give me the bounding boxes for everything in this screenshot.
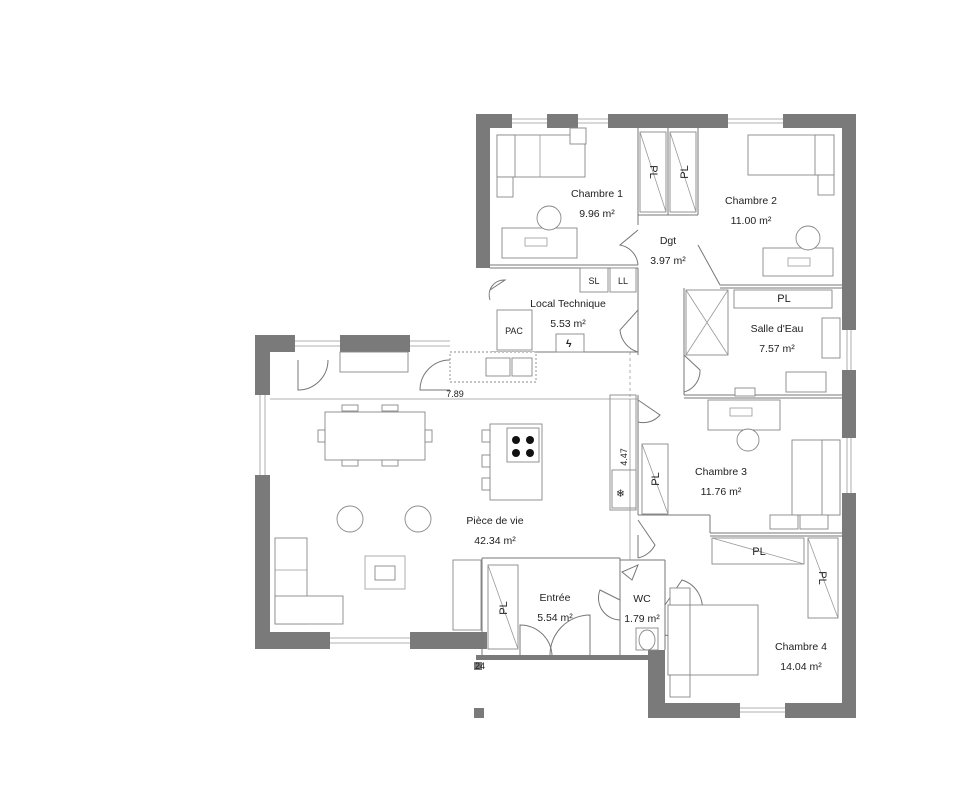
room-area-piece: 42.34 m² xyxy=(474,535,516,547)
room-area-dgt: 3.97 m² xyxy=(650,255,686,267)
room-name-wc: WC xyxy=(633,593,651,605)
room-area-chambre1: 9.96 m² xyxy=(579,208,615,220)
pl-label-chambre3: PL xyxy=(650,472,662,485)
pl-label-entree: PL xyxy=(498,601,510,614)
room-name-entree: Entrée xyxy=(540,592,571,604)
windows xyxy=(255,114,856,718)
room-area-chambre2: 11.00 m² xyxy=(731,215,772,227)
pac-label: PAC xyxy=(505,326,523,336)
room-area-entree: 5.54 m² xyxy=(537,612,573,624)
electric-icon: ϟ xyxy=(566,338,572,350)
doors xyxy=(297,229,703,656)
pl-label-closet1: PL xyxy=(647,165,659,178)
room-area-chambre3: 11.76 m² xyxy=(701,486,742,498)
pl-label-salle: PL xyxy=(777,293,790,305)
dimension-labels: 7.89 4.47 24 xyxy=(446,389,629,671)
dim-living-width: 7.89 xyxy=(446,389,464,399)
room-name-chambre1: Chambre 1 xyxy=(571,188,623,200)
room-name-dgt: Dgt xyxy=(660,235,676,247)
dim-wall-mark: 24 xyxy=(475,661,485,671)
furniture: ❄ ϟ xyxy=(274,127,841,698)
ll-label: LL xyxy=(618,276,628,286)
sl-label: SL xyxy=(588,276,599,286)
snowflake-icon: ❄ xyxy=(616,488,625,500)
dim-kitchen-depth: 4.47 xyxy=(619,448,629,466)
room-name-chambre4: Chambre 4 xyxy=(775,641,827,653)
room-name-local: Local Technique xyxy=(530,298,606,310)
pl-label-chambre4b: PL xyxy=(816,571,828,584)
equipment-labels: PAC SL LL PL PL PL PL PL PL PL xyxy=(498,165,828,614)
pl-label-closet2: PL xyxy=(679,165,691,178)
room-area-chambre4: 14.04 m² xyxy=(780,661,822,673)
room-name-piece: Pièce de vie xyxy=(466,515,523,527)
room-name-chambre2: Chambre 2 xyxy=(725,195,777,207)
room-area-salle: 7.57 m² xyxy=(759,343,795,355)
room-area-local: 5.53 m² xyxy=(550,318,586,330)
pl-label-chambre4a: PL xyxy=(752,546,765,558)
room-area-wc: 1.79 m² xyxy=(624,613,660,625)
interior-walls xyxy=(270,128,842,655)
room-name-salle: Salle d'Eau xyxy=(751,323,804,335)
room-labels: Chambre 1 9.96 m² Chambre 2 11.00 m² Dgt… xyxy=(466,188,827,673)
room-name-chambre3: Chambre 3 xyxy=(695,466,747,478)
